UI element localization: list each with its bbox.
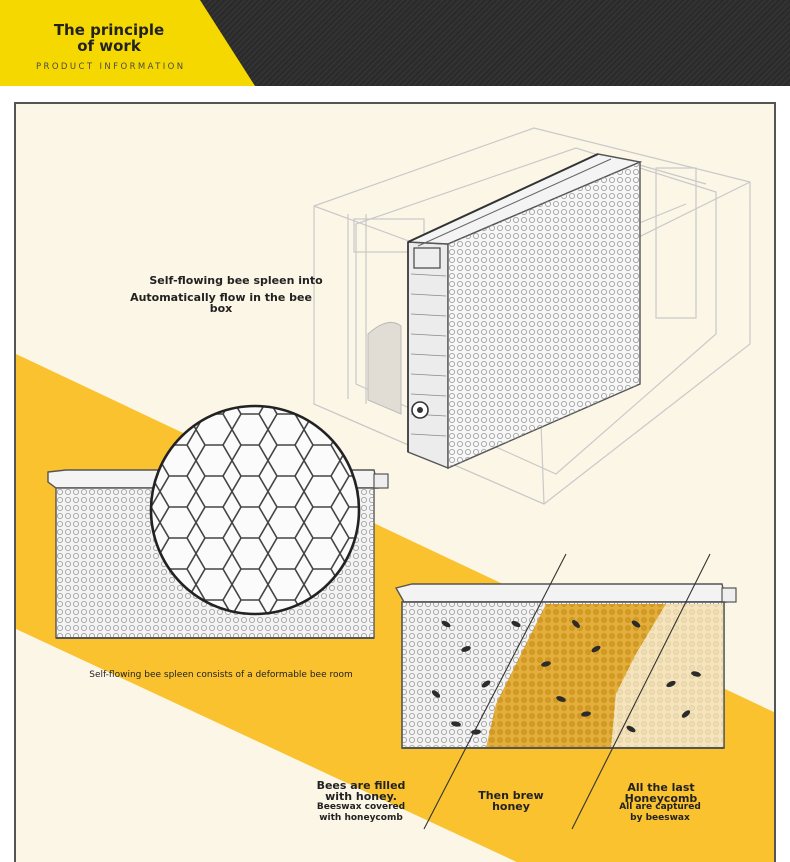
bee-icons bbox=[431, 620, 701, 735]
label-bottom-right-main: All the last Honeycomb bbox=[624, 781, 698, 805]
illustration-panel: Self-flowing bee spleen into Automatical… bbox=[14, 102, 776, 862]
label-bottom-mid: Then brew honey bbox=[478, 789, 544, 813]
label-bottom-left-sub: Beeswax covered with honeycomb bbox=[316, 802, 406, 823]
honey-frame-illustration bbox=[394, 583, 737, 749]
callout-lines bbox=[423, 553, 711, 830]
hive-entrance-shade bbox=[367, 321, 402, 415]
label-top-line1: Self-flowing bee spleen into bbox=[149, 274, 323, 287]
label-bottom-right-sub: All are captured by beeswax bbox=[619, 802, 701, 823]
label-middle: Self-flowing bee spleen consists of a de… bbox=[89, 670, 353, 680]
label-bottom-left-main: Bees are filled with honey. bbox=[316, 779, 406, 803]
header-subtitle: PRODUCT INFORMATION bbox=[36, 62, 186, 72]
label-top-line2: Automatically flow in the bee box bbox=[130, 291, 312, 315]
principle-illustration bbox=[16, 127, 774, 862]
header-banner: The principle of work PRODUCT INFORMATIO… bbox=[0, 0, 790, 86]
header-title: The principle of work bbox=[53, 21, 165, 55]
honeycomb-frame-3d bbox=[407, 153, 643, 470]
magnifier-circle bbox=[149, 404, 361, 616]
